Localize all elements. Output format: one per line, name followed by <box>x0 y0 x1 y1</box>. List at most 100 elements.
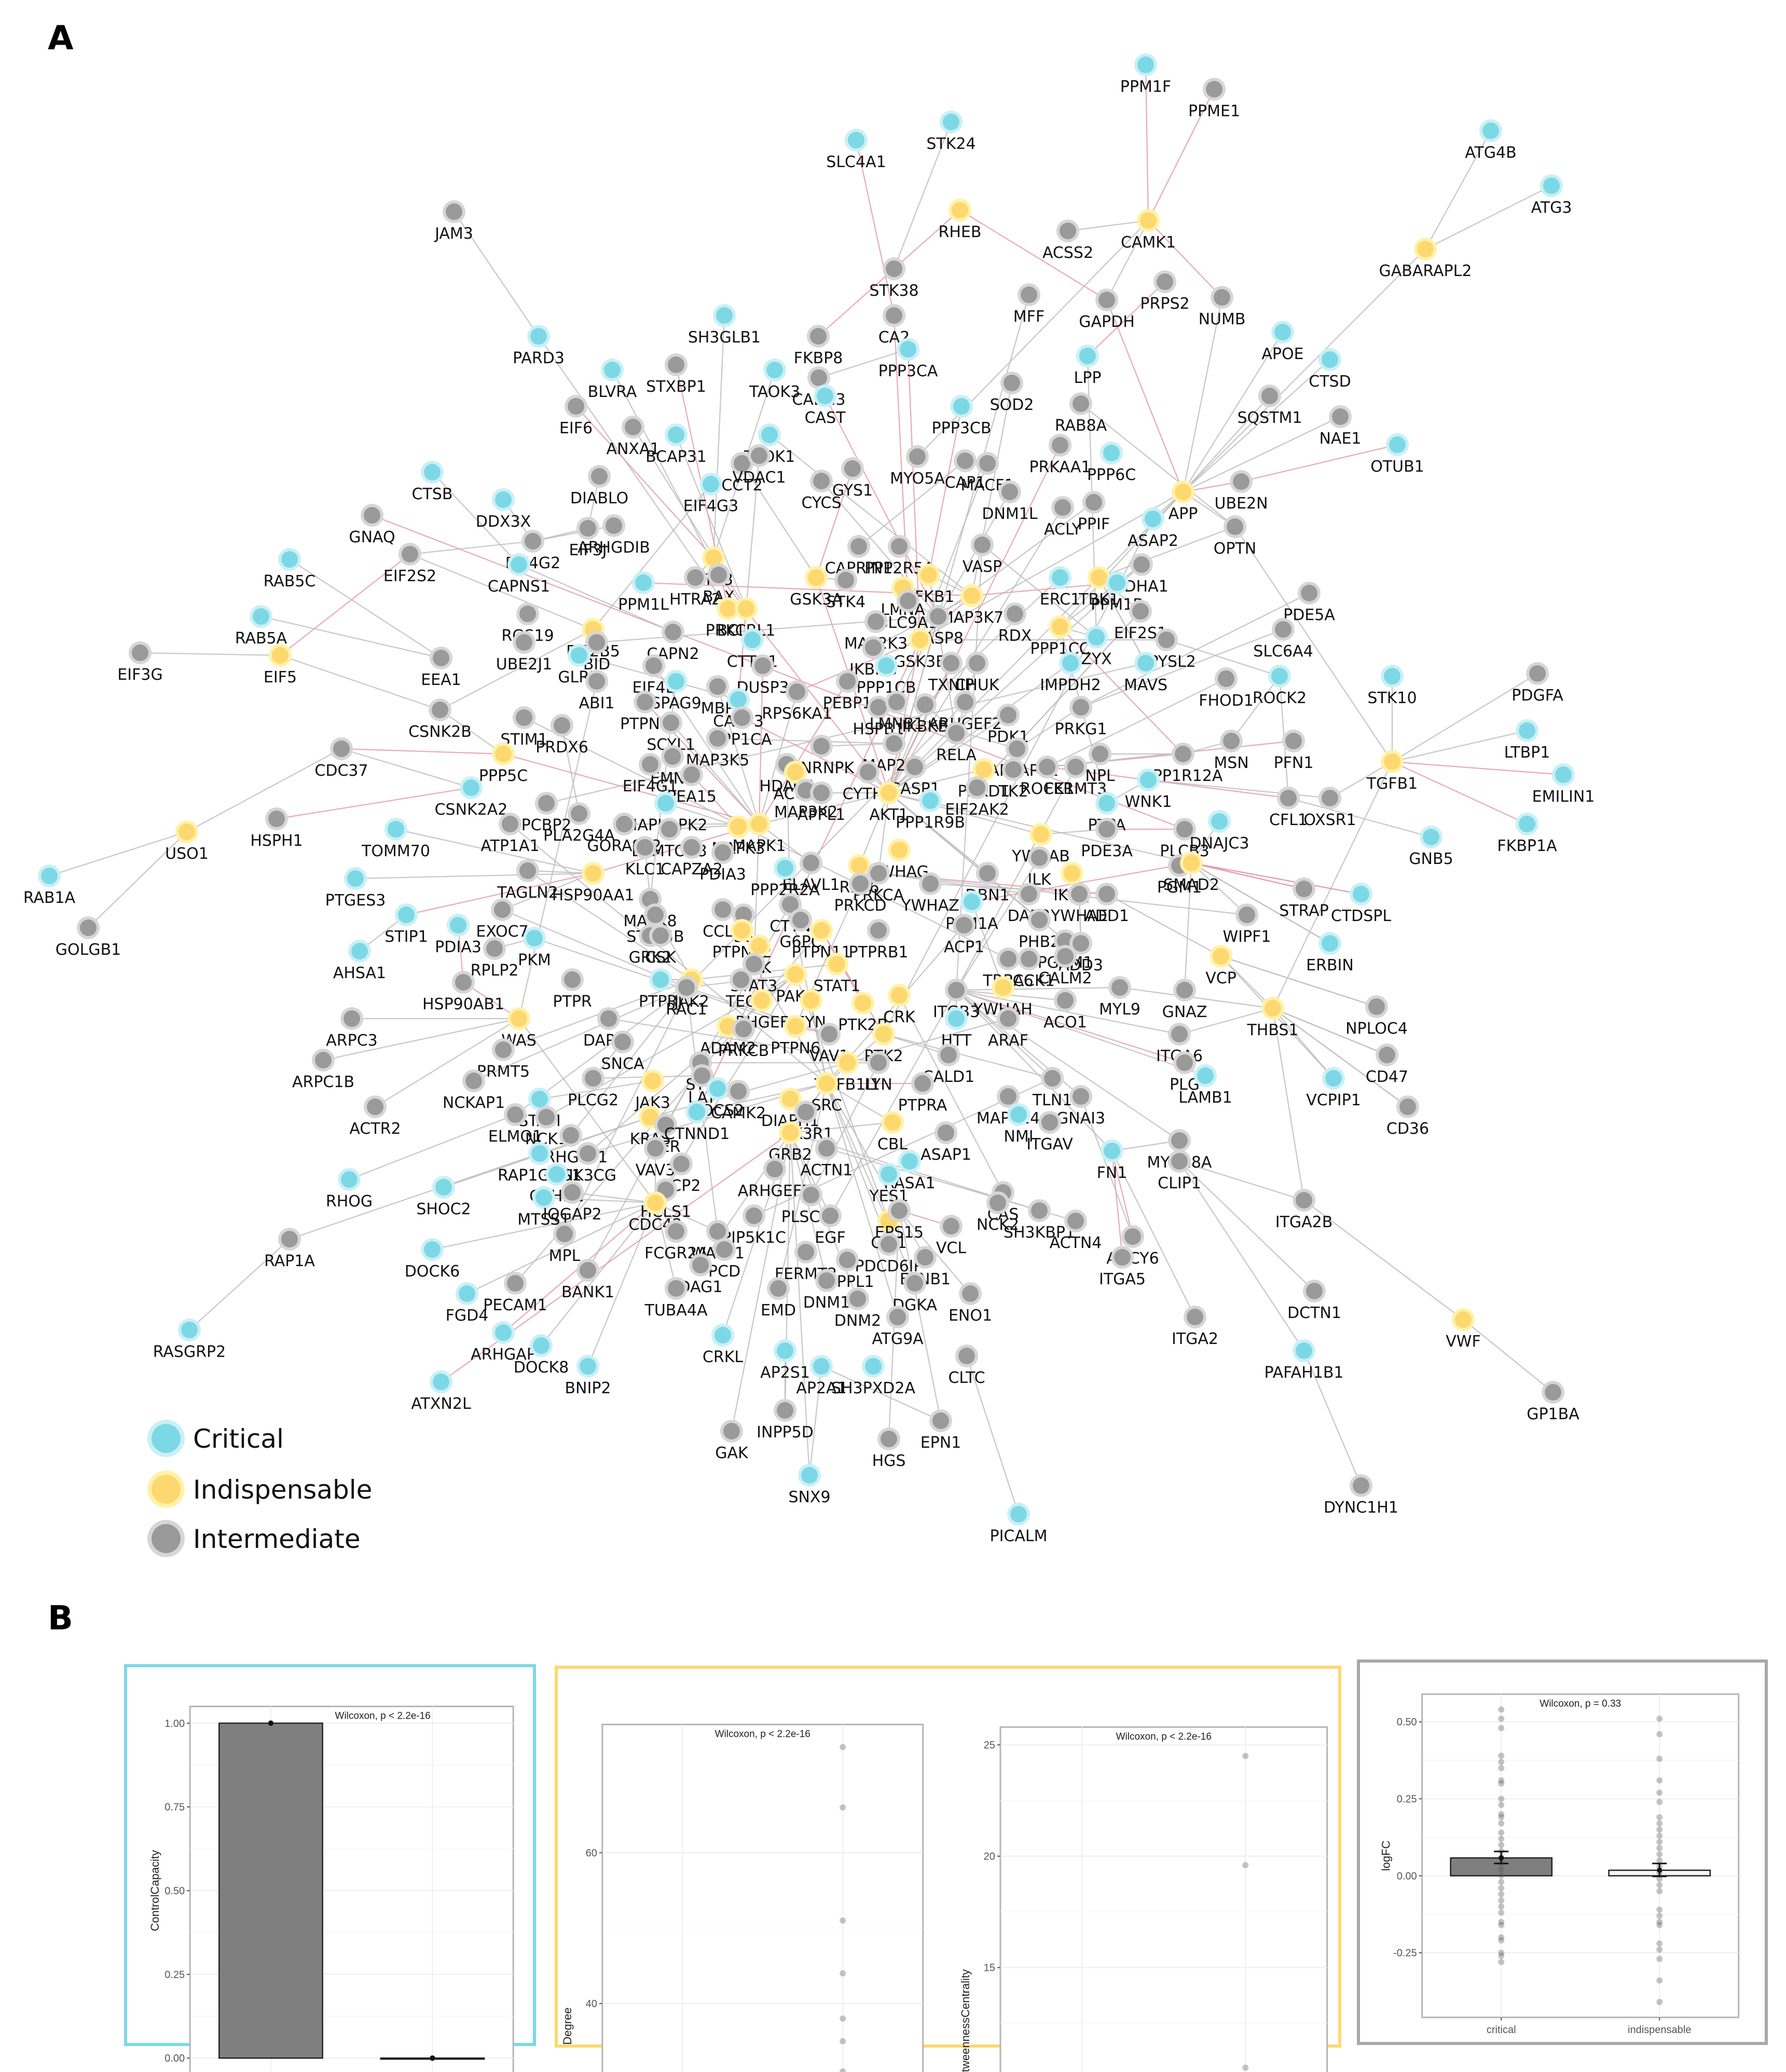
data-point <box>1242 1862 1249 1869</box>
node-label: EMILIN1 <box>1532 788 1595 806</box>
node-circle-icon <box>792 912 809 928</box>
node-circle-icon <box>1384 668 1400 684</box>
network-node: ANXA1 <box>606 416 660 458</box>
node-label: PTPR <box>553 993 592 1011</box>
y-tick-label: 0.00 <box>164 2053 185 2064</box>
network-node: EIF2AK2 <box>945 776 1009 819</box>
network-edge <box>1392 761 1528 825</box>
network-node: SH3GLB1 <box>688 304 761 347</box>
network-edge <box>883 1033 1053 1079</box>
network-node: ZYX <box>1081 626 1112 668</box>
node-circle-icon <box>580 520 596 537</box>
network-edge <box>1191 862 1304 890</box>
network-node: PDIA3 <box>435 914 482 956</box>
network-node: SH3KBP1 <box>1004 1199 1075 1242</box>
network-node: ATXN2L <box>411 1370 471 1413</box>
data-point <box>1498 1725 1505 1732</box>
node-circle-icon <box>1275 621 1292 638</box>
network-node: MYO5A <box>890 445 945 488</box>
node-circle-icon <box>433 650 449 666</box>
network-node: INPP5D <box>757 1399 814 1442</box>
node-circle-icon <box>860 764 876 780</box>
data-point <box>1656 1755 1663 1762</box>
data-point <box>1498 1878 1505 1885</box>
node-circle-icon <box>844 460 861 477</box>
node-label: CTDSPL <box>1331 907 1392 925</box>
node-label: EEA1 <box>421 671 461 689</box>
network-node: AP2A1 <box>796 1355 847 1397</box>
node-circle-icon <box>715 844 731 861</box>
network-edge <box>821 743 895 747</box>
network-node: EGF <box>815 1204 846 1247</box>
network-node: ADD1 <box>1084 883 1129 925</box>
network-node: GNAI3 <box>1056 1085 1105 1128</box>
node-label: DYNC1H1 <box>1324 1499 1398 1517</box>
network-node: EMD <box>761 1277 796 1320</box>
network-node: HGS <box>872 1428 905 1470</box>
network-edge <box>1098 491 1184 578</box>
network-node: MAP3K7 <box>940 584 1004 627</box>
node-circle-icon <box>1171 1153 1188 1170</box>
node-label: RASGRP2 <box>153 1343 226 1361</box>
network-node: JAK3 <box>634 1069 670 1112</box>
node-circle-icon <box>1213 948 1229 965</box>
network-node: EIF3J <box>569 517 607 559</box>
network-edge <box>1016 707 1081 749</box>
node-label: DNM1L <box>982 505 1038 523</box>
network-node: DNM1L <box>982 481 1038 523</box>
node-circle-icon <box>803 1187 819 1203</box>
node-circle-icon <box>738 600 754 617</box>
network-node: ACTN1 <box>801 1137 853 1179</box>
network-node: EIF3G <box>117 641 163 684</box>
node-circle-icon <box>865 1358 882 1375</box>
network-edge <box>956 857 1040 991</box>
node-circle-icon <box>516 634 532 651</box>
network-node: TK2 <box>998 758 1028 801</box>
network-edge <box>1184 862 1192 991</box>
data-point <box>1656 1875 1663 1882</box>
network-node: RPLP2 <box>471 937 518 980</box>
node-circle-icon <box>341 1171 358 1188</box>
network-edge <box>406 872 594 916</box>
node-label: MAP3K7 <box>940 609 1004 627</box>
node-circle-icon <box>881 1236 897 1253</box>
node-circle-icon <box>1157 273 1173 290</box>
node-label: WIPF1 <box>1223 928 1271 946</box>
network-edge <box>1241 444 1398 483</box>
node-circle-icon <box>1098 292 1115 308</box>
network-edge <box>1191 862 1247 915</box>
network-node: RAB8A <box>1055 392 1107 435</box>
network-edge <box>971 901 1004 988</box>
network-node: GAK <box>715 1420 749 1462</box>
node-label: GNAZ <box>1162 1003 1207 1021</box>
data-point <box>1656 1946 1663 1953</box>
network-node: RAP1GDS1 <box>498 1142 582 1185</box>
node-circle-icon <box>1033 826 1049 843</box>
network-node: NCKAP1 <box>443 1069 505 1112</box>
node-circle-icon <box>891 842 908 858</box>
node-label: DIABLO <box>570 489 628 507</box>
node-circle-icon <box>891 1202 908 1219</box>
network-edge <box>473 986 687 1082</box>
critical-swatch-core-icon <box>152 1424 181 1453</box>
node-label: PPP5C <box>479 767 528 785</box>
node-circle-icon <box>810 328 827 345</box>
node-circle-icon <box>922 875 939 892</box>
node-label: AP2A1 <box>796 1379 846 1397</box>
node-circle-icon <box>614 1034 631 1050</box>
node-circle-icon <box>734 922 750 939</box>
node-circle-icon <box>647 907 664 923</box>
network-edge <box>789 1132 828 1281</box>
node-circle-icon <box>751 447 767 464</box>
network-node: ARAF <box>988 1007 1028 1050</box>
network-edge <box>1425 185 1552 250</box>
node-circle-icon <box>647 1195 664 1211</box>
node-circle-icon <box>870 922 887 939</box>
node-label: THBS1 <box>1246 1021 1298 1039</box>
network-node: PTPR <box>553 968 592 1011</box>
node-circle-icon <box>1092 746 1108 762</box>
network-node: PGM1 <box>1157 854 1202 897</box>
node-label: ACTR2 <box>349 1120 401 1138</box>
network-edge <box>977 611 1141 788</box>
